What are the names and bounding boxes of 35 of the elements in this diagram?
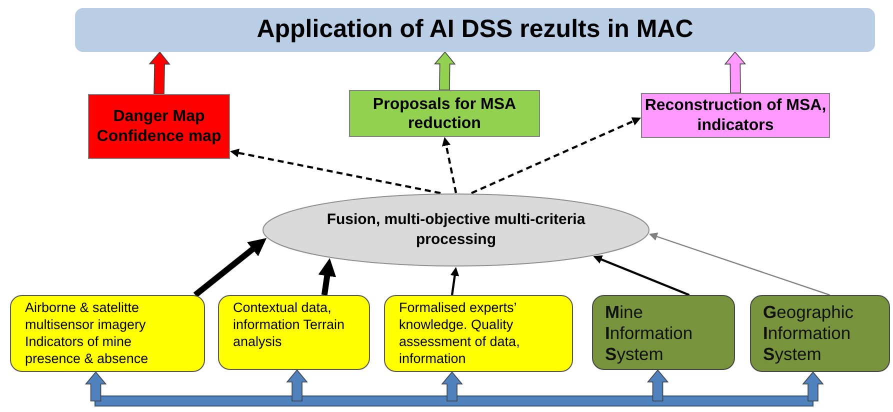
node-label: Mine Information System — [605, 302, 694, 365]
arrow — [318, 258, 336, 296]
block-arrow — [646, 369, 669, 402]
arrow — [593, 255, 690, 296]
block-arrow — [84, 371, 107, 402]
input-box — [384, 295, 573, 372]
block-arrow — [441, 371, 463, 402]
dashed-arrow — [230, 148, 441, 194]
arrow — [648, 232, 830, 296]
process-ellipse — [262, 193, 650, 267]
dashed-arrow — [471, 117, 641, 194]
arrow — [450, 267, 460, 296]
node-label: Airborne & satelitte multisensor imagery Indicators of mine presence & absence — [25, 299, 150, 367]
node-label: Contextual data, information Terrain analysis — [233, 299, 346, 350]
input-box — [10, 295, 205, 372]
arrow — [193, 238, 267, 298]
output-box — [88, 94, 230, 159]
block-arrow — [802, 371, 824, 402]
output-box — [349, 90, 540, 137]
node-label: Danger Map Confidence map — [96, 106, 222, 146]
node-label: Fusion, multi-objective multi-criteria processing — [326, 210, 586, 250]
input-box — [218, 295, 370, 370]
system-box — [750, 295, 890, 372]
title-banner — [75, 8, 875, 52]
node-label: Geographic Information System — [763, 302, 854, 365]
node-label: Application of AI DSS rezults in MAC — [256, 14, 694, 46]
block-arrow — [286, 369, 308, 402]
block-arrow — [148, 51, 170, 94]
node-label: Proposals for MSA reduction — [372, 94, 518, 132]
system-box — [592, 295, 735, 370]
dashed-arrow — [442, 137, 458, 194]
node-label: Formalised experts’ knowledge. Quality assessment of data, information — [399, 299, 521, 367]
node-label: Reconstruction of MSA, indicators — [644, 96, 828, 136]
block-arrow — [724, 51, 746, 94]
block-arrow — [434, 51, 456, 90]
